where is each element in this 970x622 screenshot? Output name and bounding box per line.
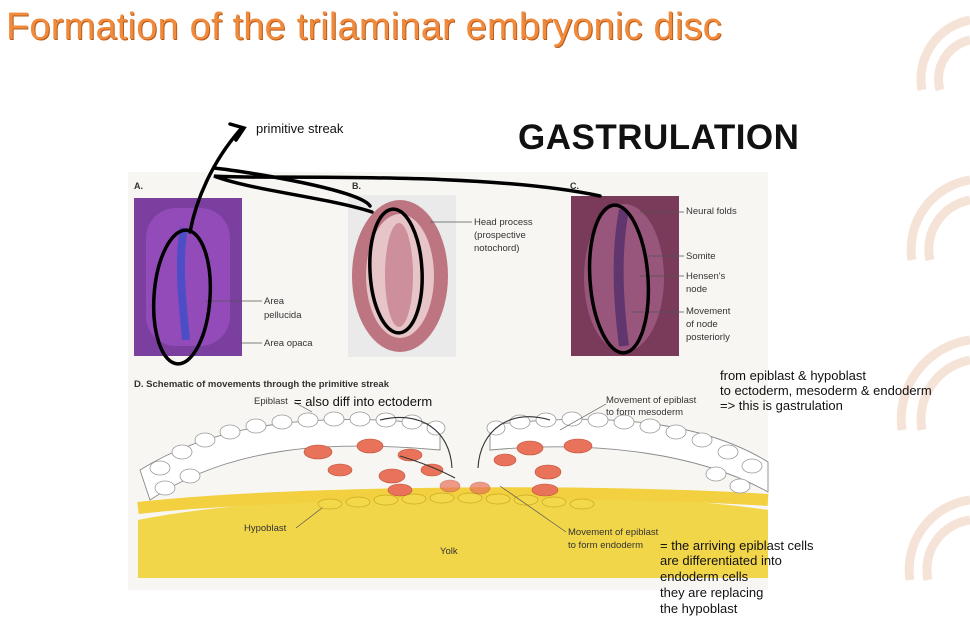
gastrulation-heading: GASTRULATION <box>518 118 800 157</box>
note-epiblast: = also diff into ectoderm <box>294 394 433 409</box>
mesoderm-cells <box>303 438 593 497</box>
label-hypoblast: Hypoblast <box>244 523 287 534</box>
label-posteriorly: posteriorly <box>686 332 730 343</box>
label-endoderm-2: to form endoderm <box>568 540 643 551</box>
hand-drawn-annotations <box>151 122 651 366</box>
label-mesoderm-1: Movement of epiblast <box>606 395 697 406</box>
slide-title: Formation of the trilaminar embryonic di… <box>6 6 722 48</box>
note-endoderm-5: the hypoblast <box>660 601 738 616</box>
note-gastrulation-1: from epiblast & hypoblast <box>720 368 866 383</box>
panel-a-letter: A. <box>134 181 143 191</box>
label-mesoderm-2: to form mesoderm <box>606 407 684 418</box>
panel-c-letter: C. <box>570 181 579 191</box>
label-somite: Somite <box>686 251 716 262</box>
yolk-region <box>138 494 768 578</box>
hypoblast-cells <box>317 492 595 510</box>
panel-b-letter: B. <box>352 181 361 191</box>
label-node: node <box>686 284 708 295</box>
note-gastrulation-3: => this is gastrulation <box>720 398 843 413</box>
label-head-process: Head process <box>474 217 533 228</box>
note-endoderm-3: endoderm cells <box>660 569 749 584</box>
label-neural-folds: Neural folds <box>686 206 737 217</box>
note-endoderm-4: they are replacing <box>660 585 764 600</box>
label-epiblast: Epiblast <box>254 396 288 407</box>
label-endoderm-1: Movement of epiblast <box>568 527 659 538</box>
label-notochord: notochord) <box>474 243 520 254</box>
label-area-opaca: Area opaca <box>264 338 313 349</box>
label-movement: Movement <box>686 306 731 317</box>
label-prospective: (prospective <box>474 230 526 241</box>
label-pellucida: pellucida <box>264 310 302 321</box>
note-endoderm-1: = the arriving epiblast cells <box>660 538 814 553</box>
decorative-arcs <box>896 15 970 581</box>
note-endoderm-2: are differentiated into <box>660 553 782 568</box>
label-hensens: Hensen's <box>686 271 726 282</box>
panel-d-caption: D. Schematic of movements through the pr… <box>134 379 389 390</box>
label-of-node: of node <box>686 319 718 330</box>
label-yolk: Yolk <box>440 546 458 557</box>
note-primitive-streak: primitive streak <box>256 121 344 136</box>
label-area: Area <box>264 296 285 307</box>
note-gastrulation-2: to ectoderm, mesoderm & endoderm <box>720 383 932 398</box>
